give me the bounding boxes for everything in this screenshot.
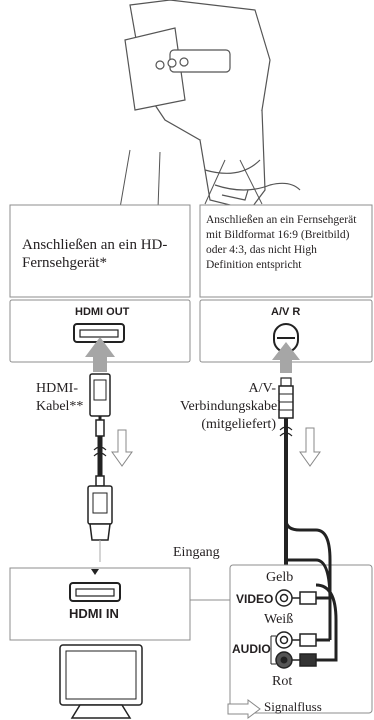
tv-illustration bbox=[59, 644, 143, 719]
signal-flow-arrow-av-icon bbox=[299, 427, 321, 467]
hdmi-in-label: HDMI IN bbox=[69, 606, 119, 621]
yellow-plug-icon bbox=[292, 591, 330, 605]
audio-red-jack-icon bbox=[275, 651, 293, 669]
signal-flow-label: Signalfluss bbox=[264, 699, 322, 714]
av-cable-icon bbox=[278, 377, 316, 587]
arrow-to-av-port-icon bbox=[272, 342, 300, 373]
hdmi-cable-label: HDMI-Kabel** bbox=[36, 381, 84, 414]
video-jack-icon bbox=[275, 589, 293, 607]
left-panel-label: Anschließen an ein HD-Fernsehgerät* bbox=[22, 237, 168, 271]
white-plug-icon bbox=[292, 633, 330, 647]
hdmi-out-label: HDMI OUT bbox=[75, 306, 130, 318]
av-port-label: A/V R bbox=[271, 306, 301, 318]
hdmi-cable-icon bbox=[87, 373, 113, 541]
arrow-to-hdmi-out-icon bbox=[85, 337, 115, 372]
av-cable-label: A/V-Verbindungskabel (mitgeliefert) bbox=[180, 381, 282, 432]
red-label: Rot bbox=[272, 674, 293, 689]
hdmi-in-port-icon bbox=[69, 569, 121, 602]
input-label: Eingang bbox=[173, 545, 220, 560]
right-panel-label: Anschließen an ein Fernsehgerät mit Bild… bbox=[206, 214, 357, 271]
yellow-label: Gelb bbox=[266, 570, 294, 585]
camcorder-illustration bbox=[124, 0, 301, 211]
red-plug-icon bbox=[292, 653, 330, 667]
video-label: VIDEO bbox=[236, 592, 274, 606]
audio-white-jack-icon bbox=[275, 631, 293, 649]
audio-label: AUDIO bbox=[232, 642, 271, 656]
signal-flow-legend-icon bbox=[227, 699, 261, 719]
signal-flow-arrow-hdmi-icon bbox=[111, 429, 133, 467]
white-label: Weiß bbox=[264, 612, 294, 627]
